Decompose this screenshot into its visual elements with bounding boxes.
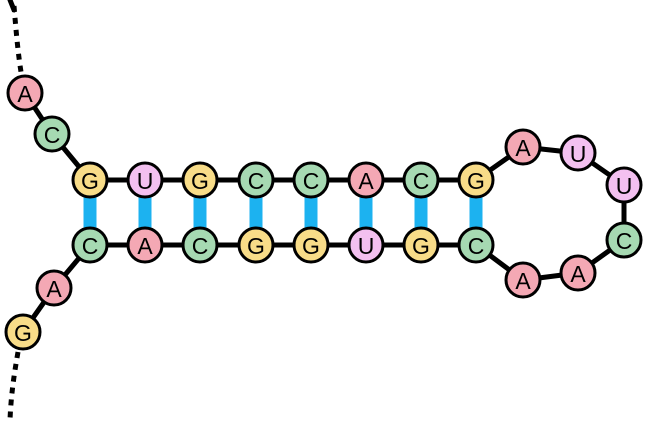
nucleotide-loop: U [605,166,643,204]
nucleotide-label: A [17,81,33,107]
nucleotide-circle [71,226,109,264]
nucleotide-stem-top: G [181,161,219,199]
nucleotide-circle [33,115,71,153]
nucleotide-circle [292,226,330,264]
nucleotide-circle [237,226,275,264]
nucleotide-label: G [14,320,32,346]
nucleotide-label: C [468,233,485,259]
nucleotide-label: C [616,228,633,254]
nucleotide-circle [347,226,385,264]
nucleotide-label: A [515,268,531,294]
nucleotide-label: G [467,168,485,194]
nucleotide-circle [504,128,542,166]
nucleotide-label: A [137,233,153,259]
nucleotide-stem-bottom: G [292,226,330,264]
nucleotide-3prime-tail: A [35,269,73,307]
nucleotide-stem-bottom: A [126,226,164,264]
nucleotide-loop: C [605,221,643,259]
nucleotide-circle [605,166,643,204]
nucleotide-stem-top: U [126,161,164,199]
nucleotide-5prime-tail: C [33,115,71,153]
nucleotide-stem-bottom: U [347,226,385,264]
nucleotide-circle [559,254,597,292]
nucleotide-circle [126,226,164,264]
dotted-3prime-end [7,351,21,421]
nucleotide-circle [504,261,542,299]
nucleotide-circle [126,161,164,199]
nucleotide-label: A [46,276,62,302]
nucleotide-label: C [44,122,61,148]
nucleotide-label: G [247,233,265,259]
nucleotide-loop: U [559,134,597,172]
nucleotide-stem-top: C [402,161,440,199]
nucleotide-circle [292,161,330,199]
nucleotide-label: U [358,233,375,259]
nucleotide-label: A [570,261,586,287]
nucleotide-circle [457,226,495,264]
nucleotide-circle [605,221,643,259]
nucleotide-label: G [191,168,209,194]
nucleotide-label: C [413,168,430,194]
backbone-5prime-edge [7,0,17,13]
nucleotide-label: G [81,168,99,194]
nucleotide-label: C [303,168,320,194]
nucleotide-circle [6,74,44,112]
nucleotide-stem-top: C [292,161,330,199]
nucleotide-circle [35,269,73,307]
nucleotide-label: G [302,233,320,259]
nucleotide-label: U [137,168,154,194]
nucleotide-stem-top: G [71,161,109,199]
nucleotide-stem-top: G [457,161,495,199]
nucleotide-label: C [248,168,265,194]
nucleotide-label: A [515,135,531,161]
nucleotide-stem-bottom: G [402,226,440,264]
nucleotide-label: C [192,233,209,259]
nucleotide-label: U [616,173,633,199]
nucleotide-circle [402,161,440,199]
nucleotide-loop: A [559,254,597,292]
nucleotide-stem-top: A [347,161,385,199]
nucleotide-label: G [412,233,430,259]
nucleotide-stem-bottom: C [181,226,219,264]
nucleotide-3prime-tail: G [4,313,42,351]
nucleotide-circle [347,161,385,199]
nucleotide-stem-bottom: C [71,226,109,264]
dotted-5prime-end [11,5,25,79]
nucleotide-circle [237,161,275,199]
nucleotide-label: C [82,233,99,259]
nucleotide-label: A [358,168,374,194]
nucleotide-5prime-tail: A [6,74,44,112]
nucleotide-circle [4,313,42,351]
nucleotide-circle [71,161,109,199]
nucleotide-stem-top: C [237,161,275,199]
nucleotide-circle [181,226,219,264]
nucleotide-loop: A [504,128,542,166]
nucleotide-circle [402,226,440,264]
nucleotide-stem-bottom: C [457,226,495,264]
nucleotide-circle [181,161,219,199]
nucleotide-loop: A [504,261,542,299]
nucleotide-circle [559,134,597,172]
nucleotide-stem-bottom: G [237,226,275,264]
nucleotide-circle [457,161,495,199]
base-pairs [83,197,483,228]
nucleotide-label: U [570,141,587,167]
